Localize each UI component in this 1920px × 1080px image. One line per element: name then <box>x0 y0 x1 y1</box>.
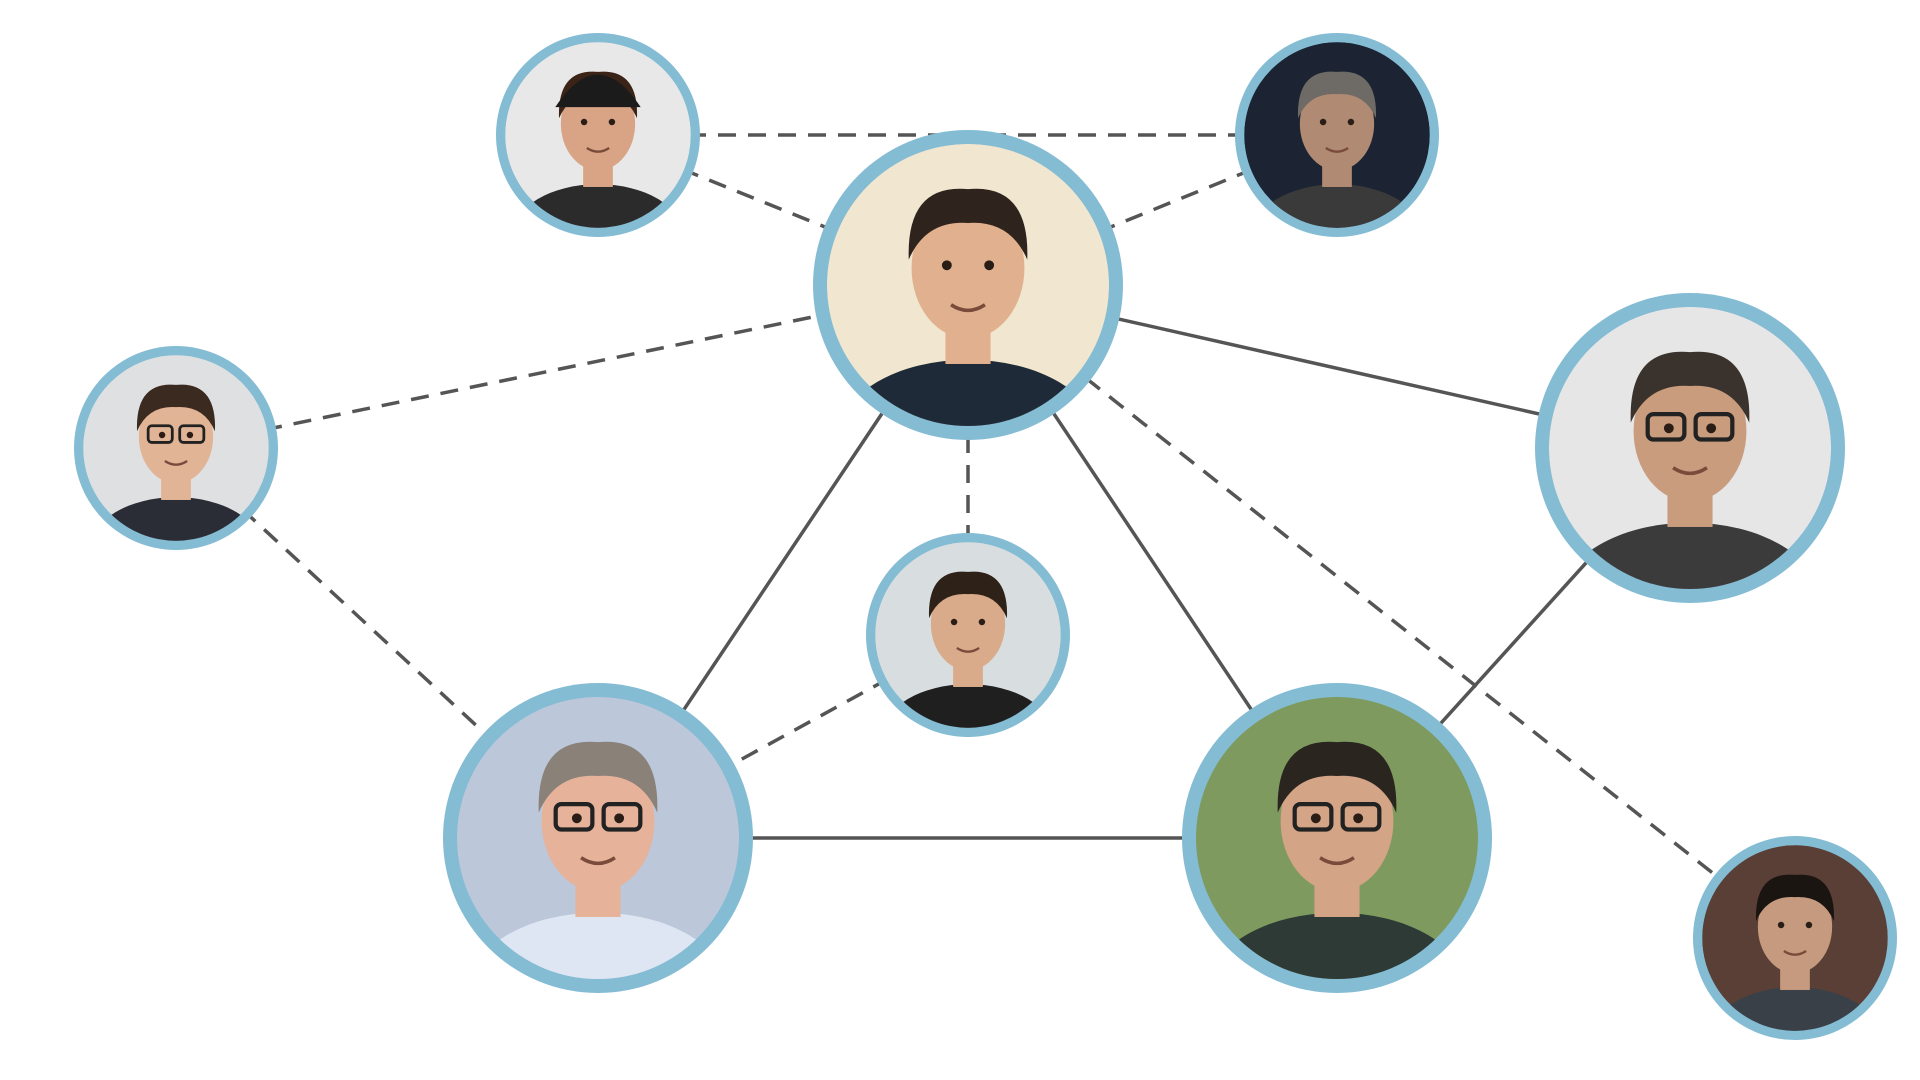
avatar-young-man-dark-jacket <box>875 542 1061 728</box>
node-top-right[interactable] <box>1235 33 1439 286</box>
node-far-right[interactable] <box>1693 836 1897 1080</box>
node-bottom-left[interactable] <box>443 683 753 1068</box>
avatar-young-man-dark-hair <box>1702 845 1888 1031</box>
node-bottom-right[interactable] <box>1182 683 1492 1068</box>
node-top-left[interactable] <box>496 33 700 286</box>
node-right[interactable] <box>1535 293 1845 678</box>
avatar-man-glasses-graffiti-wall <box>1195 696 1479 980</box>
avatar-man-glasses-striped-shirt <box>456 696 740 980</box>
node-middle[interactable] <box>866 533 1070 786</box>
node-left[interactable] <box>74 346 278 599</box>
person-nodes <box>74 33 1897 1080</box>
avatar-man-black-cap-beard <box>505 42 691 228</box>
avatar-center-man-goatee <box>826 143 1110 427</box>
node-center[interactable] <box>813 130 1123 515</box>
avatar-man-glasses-suit <box>83 355 269 541</box>
dashed-edge-center-to-far-right <box>966 283 1797 940</box>
avatar-older-man-gray-hair <box>1244 42 1430 228</box>
avatar-man-curly-hair-glasses <box>1548 306 1832 590</box>
